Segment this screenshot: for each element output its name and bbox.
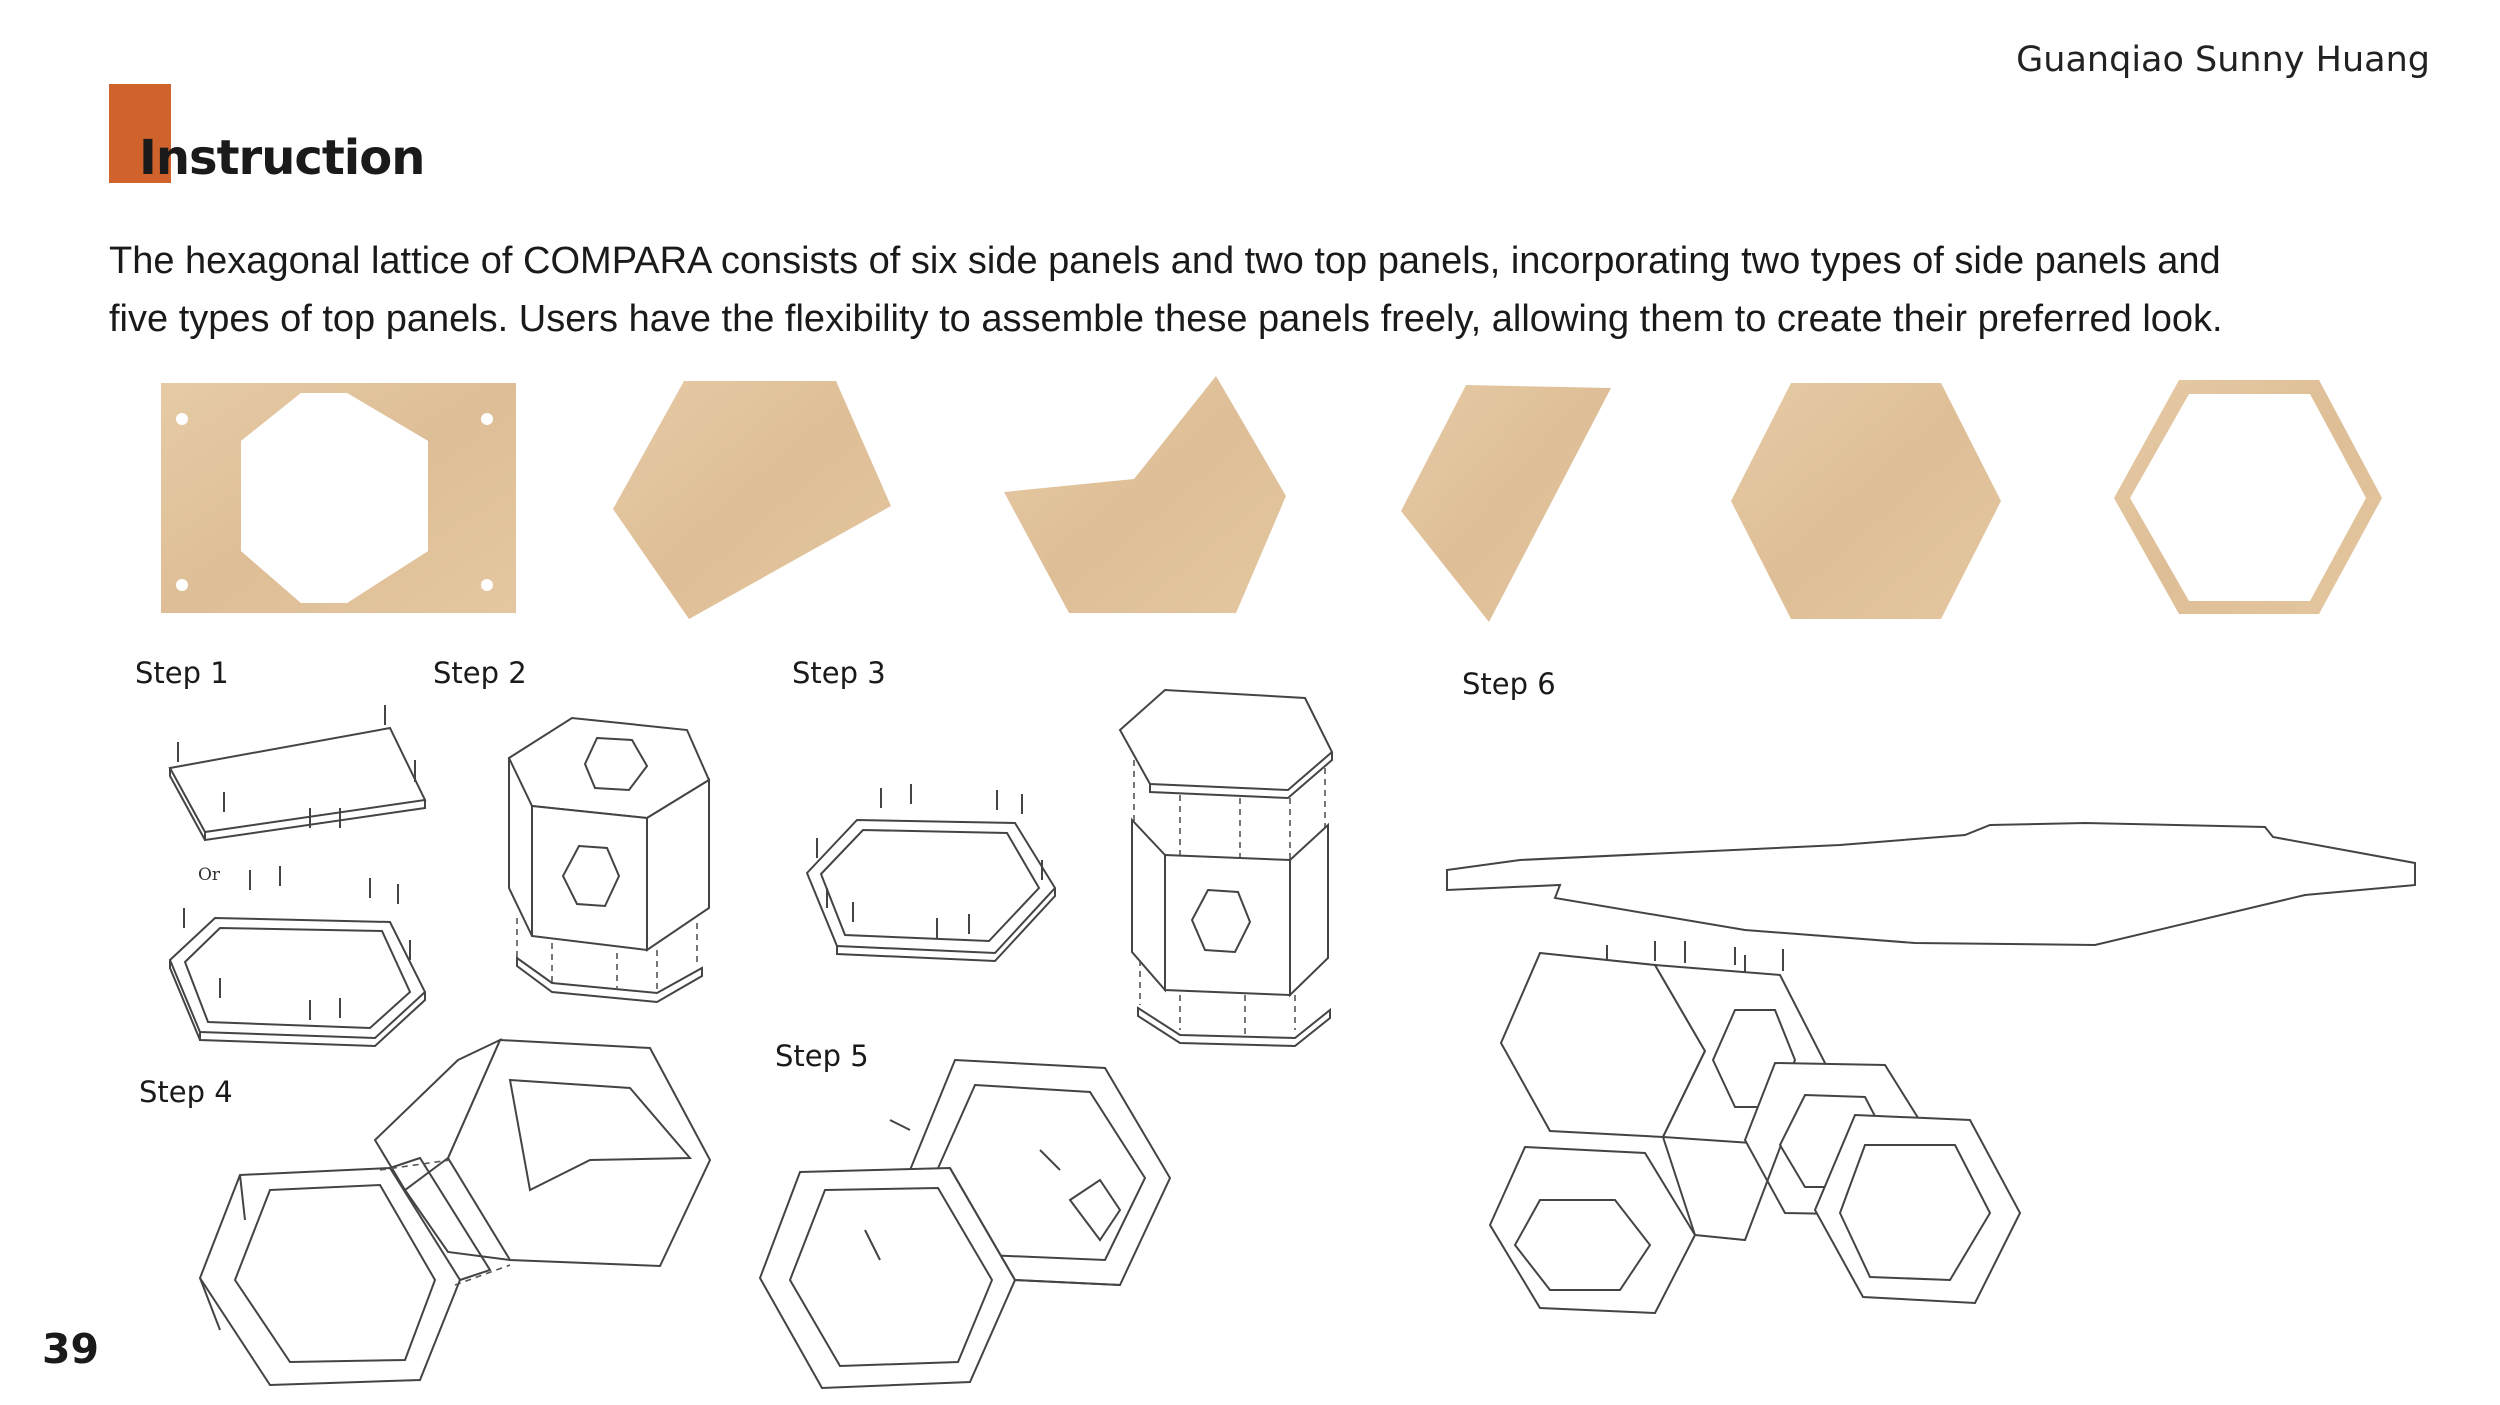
step-1-label: Step 1 [135, 656, 229, 690]
intro-paragraph: The hexagonal lattice of COMPARA consist… [109, 232, 2439, 348]
top-panel-pentagon-image [613, 381, 891, 619]
step-6-illustration [1446, 821, 2416, 1315]
step-6-label: Step 6 [1462, 667, 1556, 701]
top-panel-notched-image [1004, 376, 1286, 613]
step-2-illustration [507, 716, 711, 1004]
accent-block [109, 84, 171, 183]
page-number: 39 [42, 1325, 100, 1373]
step-1-illustration: Or [168, 705, 427, 1048]
step-3-illustration [805, 784, 1057, 963]
intro-line-1: The hexagonal lattice of COMPARA consist… [109, 240, 2221, 282]
page-title: Instruction [139, 130, 425, 186]
intro-line-2: five types of top panels. Users have the… [109, 298, 2223, 340]
author-name: Guanqiao Sunny Huang [2016, 40, 2430, 80]
step-3-stack-illustration [1118, 688, 1334, 1048]
side-panel-cutout-image [161, 383, 516, 613]
top-panel-frame-image [2114, 380, 2382, 614]
step-4-label: Step 4 [139, 1075, 233, 1109]
top-panel-hexagon-image [1731, 383, 2001, 619]
step-5-illustration [758, 1058, 1172, 1390]
or-label: Or [198, 865, 221, 885]
step-2-label: Step 2 [433, 656, 527, 690]
step-5-label: Step 5 [775, 1039, 869, 1073]
top-panel-narrow-image [1401, 385, 1611, 622]
step-3-label: Step 3 [792, 656, 886, 690]
step-4-illustration [198, 1037, 712, 1387]
